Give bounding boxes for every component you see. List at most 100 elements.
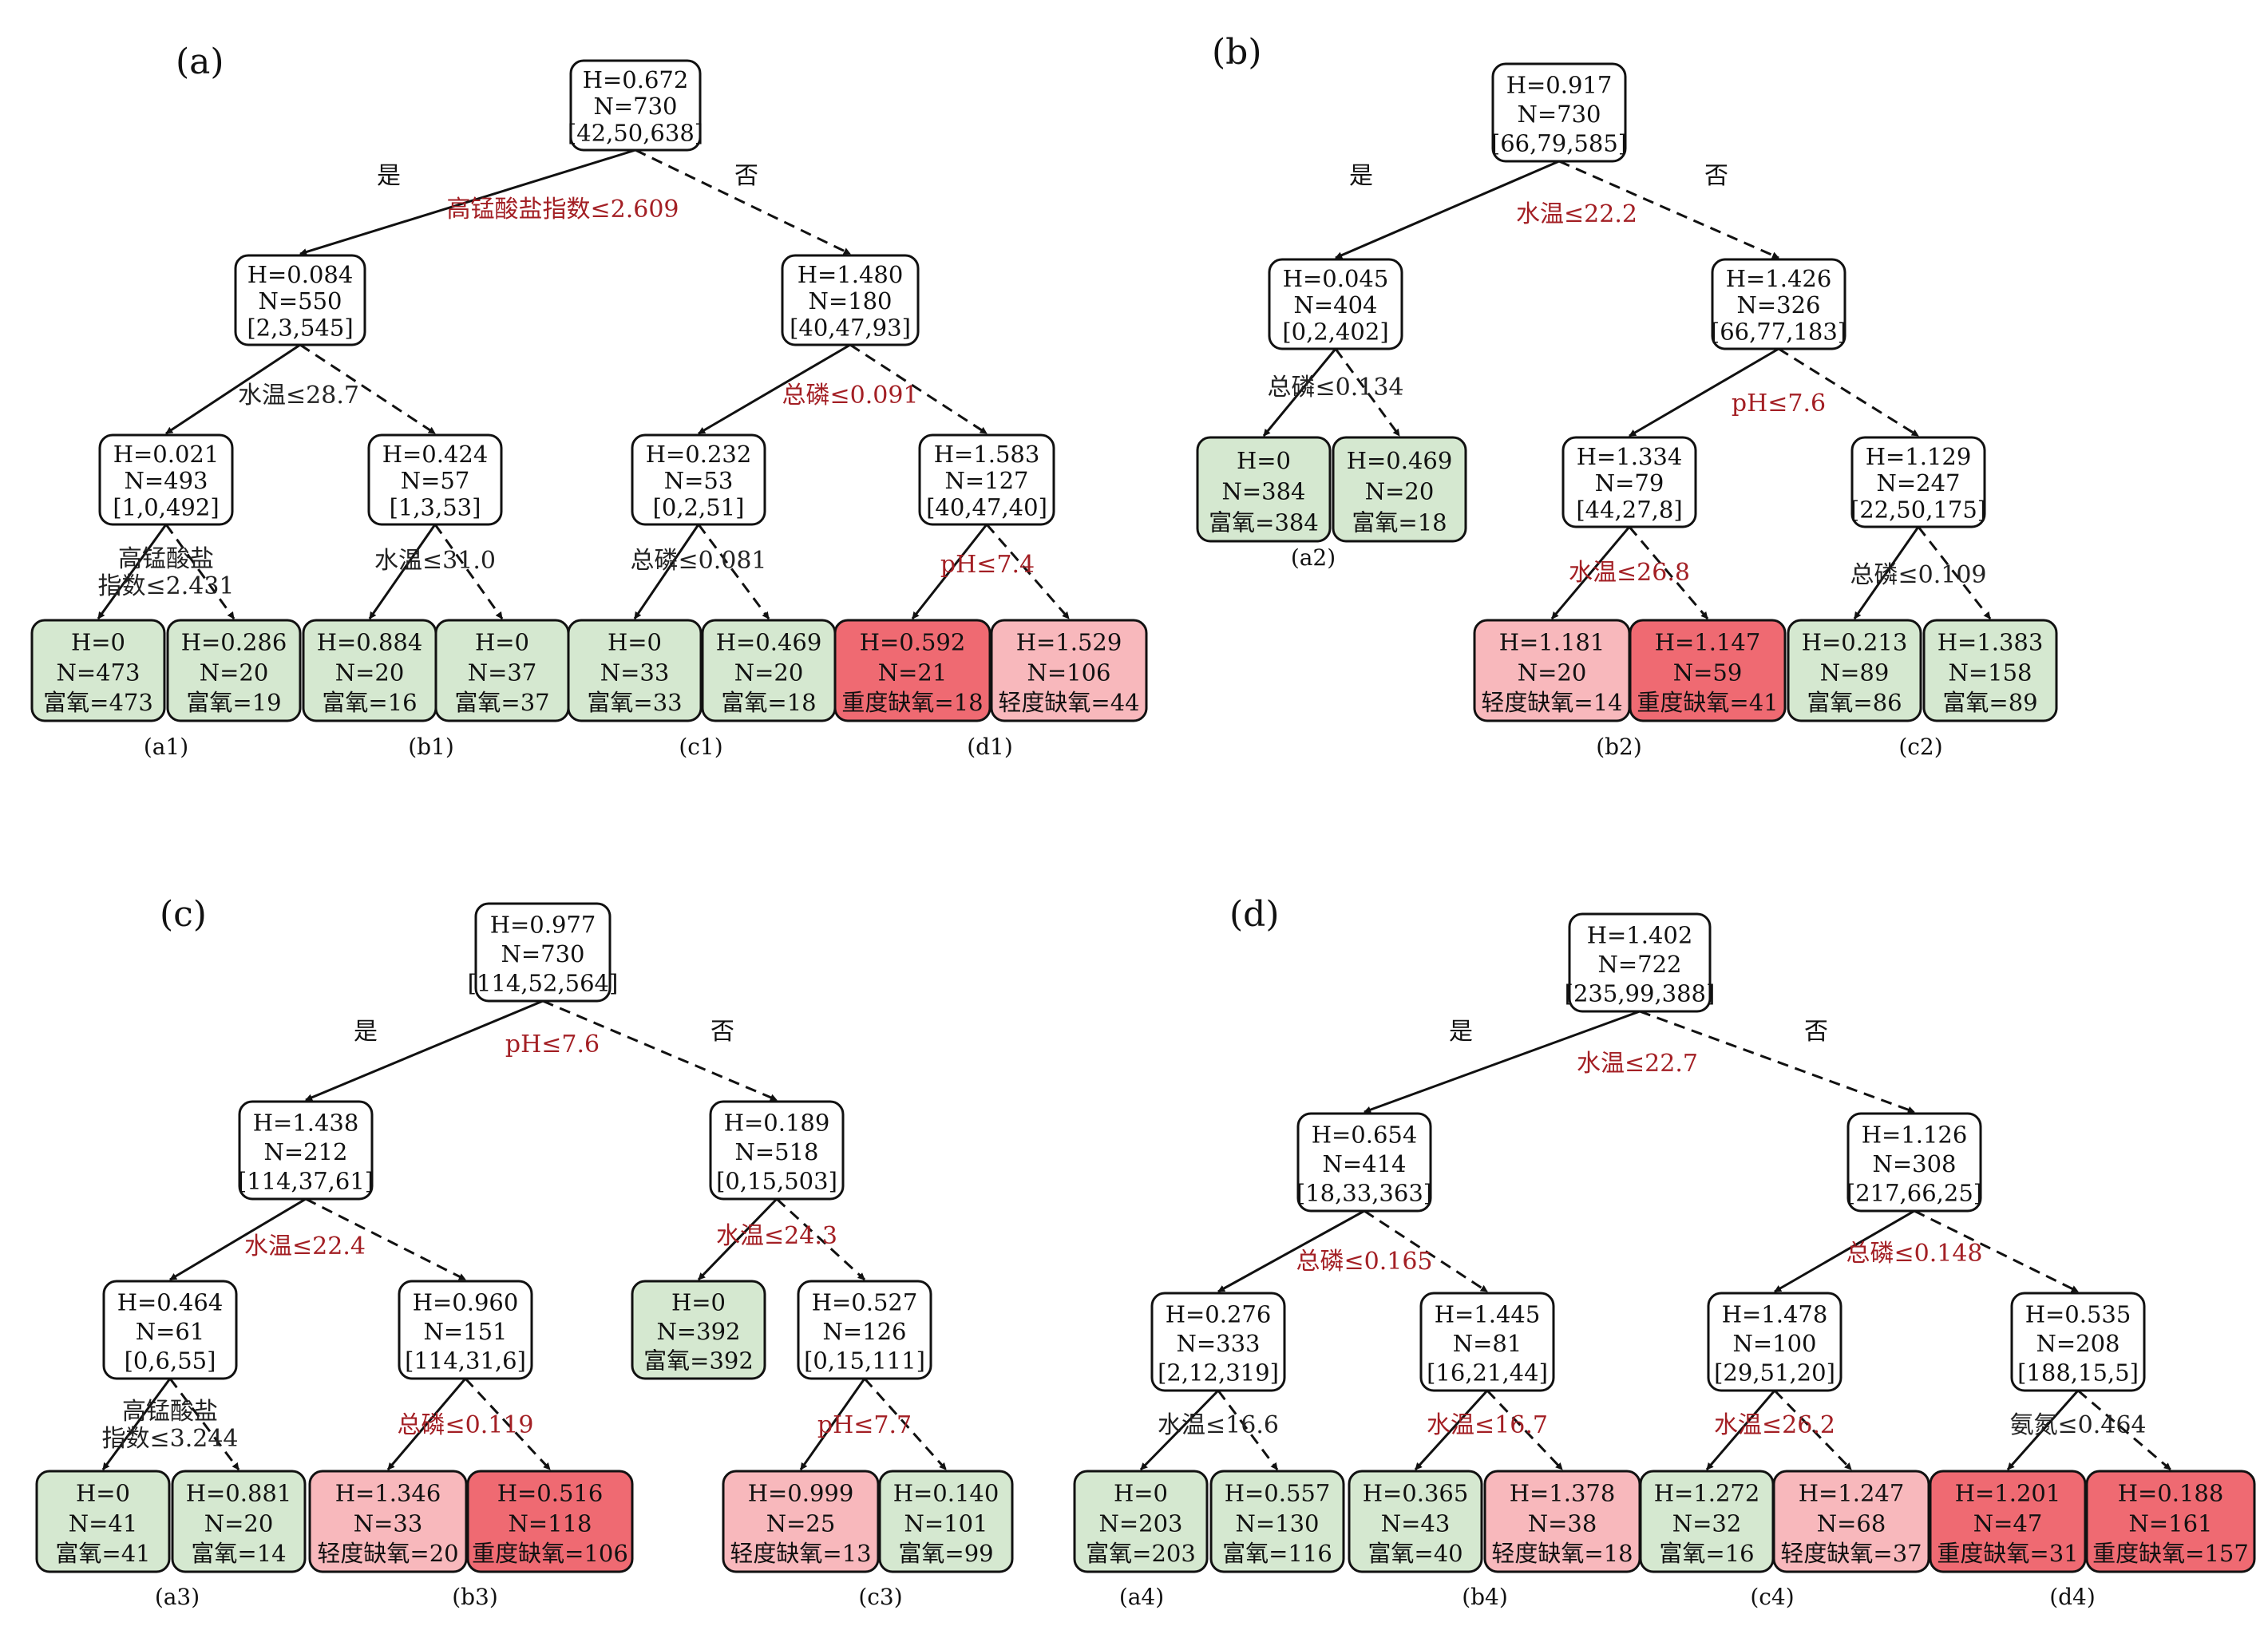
edge-no xyxy=(1914,1209,2079,1293)
node-line: H=1.201 xyxy=(1955,1480,2061,1507)
node-line: N=151 xyxy=(423,1318,507,1345)
edge-no xyxy=(1917,526,1992,619)
path-label: (a3) xyxy=(155,1584,200,1610)
path-label: (c1) xyxy=(679,734,722,760)
node-line: N=33 xyxy=(600,659,670,686)
node-box xyxy=(567,619,703,722)
edge-yes xyxy=(1139,1389,1220,1471)
node-line: [0,2,51] xyxy=(653,494,745,521)
panel-letter: (d) xyxy=(1229,894,1280,935)
node-line: N=89 xyxy=(1820,659,1890,686)
split-condition: 水温≤22.7 xyxy=(1577,1050,1698,1078)
node-line: [16,21,44] xyxy=(1427,1359,1548,1386)
edge-yes xyxy=(633,524,700,619)
node-line: N=203 xyxy=(1098,1509,1182,1537)
node-line: H=0 xyxy=(76,1480,130,1507)
node-line: N=20 xyxy=(1365,478,1435,505)
path-label: (d4) xyxy=(2049,1584,2096,1610)
node-box xyxy=(308,1470,468,1573)
split-condition: 总磷≤0.091 xyxy=(782,382,918,410)
node-line: H=0.286 xyxy=(181,629,287,656)
node-line: 富氧=89 xyxy=(1942,689,2037,716)
node-line: N=106 xyxy=(1027,659,1110,686)
path-label: (b4) xyxy=(1462,1584,1508,1610)
node-line: N=43 xyxy=(1381,1509,1451,1537)
node-line: N=247 xyxy=(1876,469,1960,497)
edge-no xyxy=(775,1197,866,1281)
split-condition: pH≤7.7 xyxy=(817,1411,912,1439)
node-box xyxy=(797,1280,932,1380)
node-box xyxy=(1846,1112,1982,1213)
node-line: H=0.516 xyxy=(497,1480,604,1507)
node-box xyxy=(1629,619,1787,722)
edge-no xyxy=(863,1377,948,1471)
edge-no xyxy=(433,524,504,619)
path-label: (b3) xyxy=(452,1584,498,1610)
node-line: 重度缺氧=31 xyxy=(1937,1540,2078,1567)
node-line: N=41 xyxy=(69,1509,138,1537)
node-line: [42,50,638] xyxy=(568,120,703,147)
node-box xyxy=(1707,1292,1843,1392)
node-line: 富氧=33 xyxy=(587,689,682,716)
node-line: H=0.365 xyxy=(1363,1480,1469,1507)
node-box xyxy=(1419,1292,1555,1392)
node-line: H=0.654 xyxy=(1312,1122,1418,1149)
node-line: 富氧=18 xyxy=(721,689,816,716)
node-line: H=0 xyxy=(1237,447,1291,474)
node-line: N=392 xyxy=(656,1318,740,1345)
node-line: N=20 xyxy=(1518,659,1587,686)
node-line: H=1.478 xyxy=(1722,1301,1828,1328)
node-box xyxy=(709,1100,845,1201)
node-box xyxy=(1772,1470,1930,1573)
node-line: H=0.084 xyxy=(247,261,354,288)
node-box xyxy=(1332,436,1467,543)
node-box xyxy=(1150,1292,1286,1392)
edge-yes xyxy=(386,1378,467,1470)
panel-c: H=0.977N=730[114,52,564]H=1.438N=212[114… xyxy=(35,894,1014,1610)
node-line: H=1.426 xyxy=(1726,265,1832,292)
edge-yes xyxy=(1705,1390,1776,1470)
split-condition: 水温≤24.3 xyxy=(716,1222,837,1250)
node-line: H=0 xyxy=(608,629,662,656)
node-line: N=493 xyxy=(124,467,208,494)
edge-yes xyxy=(1629,347,1779,437)
edge-yes xyxy=(299,148,636,255)
node-line: N=730 xyxy=(593,93,677,120)
node-line: 轻度缺氧=37 xyxy=(1780,1540,1922,1567)
node-box xyxy=(1787,619,1922,722)
node-line: N=118 xyxy=(508,1509,592,1537)
node-line: N=730 xyxy=(1517,101,1601,128)
node-line: N=20 xyxy=(204,1509,274,1537)
split-condition: 水温≤31.0 xyxy=(374,547,496,575)
node-line: N=21 xyxy=(878,659,948,686)
node-box xyxy=(631,433,766,526)
node-line: N=180 xyxy=(808,287,892,315)
node-line: H=0.557 xyxy=(1225,1480,1331,1507)
split-condition: pH≤7.6 xyxy=(505,1031,600,1058)
branch-yes-label: 是 xyxy=(354,1018,378,1046)
edge-no xyxy=(299,343,436,435)
node-line: H=0.469 xyxy=(716,629,822,656)
edge-no xyxy=(164,524,236,619)
split-condition: 指数≤3.244 xyxy=(101,1425,238,1453)
node-box xyxy=(2010,1292,2146,1392)
node-line: H=1.272 xyxy=(1654,1480,1760,1507)
node-line: 富氧=14 xyxy=(191,1540,286,1567)
node-line: H=1.126 xyxy=(1862,1122,1968,1149)
node-line: H=1.438 xyxy=(253,1110,359,1137)
